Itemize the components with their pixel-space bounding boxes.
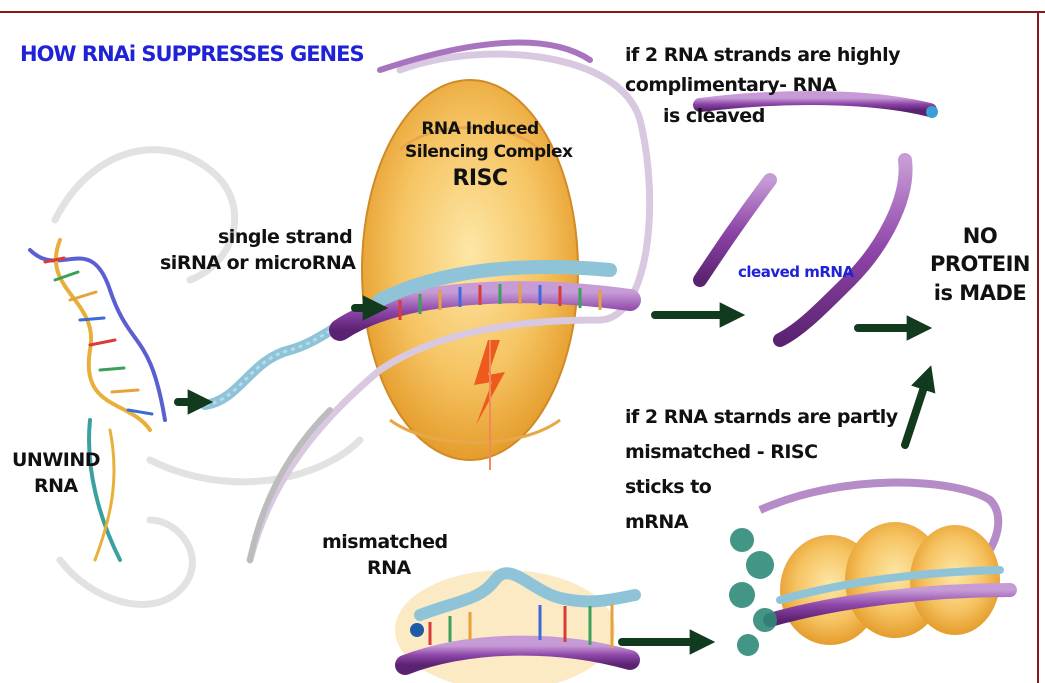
diagram-title: HOW RNAi SUPPRESSES GENES — [20, 40, 364, 68]
no-protein-line-1: NO — [925, 222, 1035, 250]
no-protein-line-3: is MADE — [925, 279, 1035, 307]
risc-label-line-3: RISC — [405, 164, 555, 194]
unwind-label-line-1: UNWIND — [12, 448, 100, 474]
partly-mismatched-line-3: sticks to — [625, 470, 898, 505]
mismatched-label-line-1: mismatched — [322, 530, 448, 556]
unwind-label: UNWIND RNA — [12, 448, 100, 499]
single-strand-label-line-1: single strand — [160, 225, 355, 251]
partly-mismatched-label: if 2 RNA starnds are partly mismatched -… — [625, 400, 898, 541]
mismatched-rna-icon — [395, 570, 635, 683]
double-strand-rna-icon — [30, 240, 165, 560]
mismatched-label: mismatched RNA — [322, 530, 448, 581]
single-strand-label-line-2: siRNA or microRNA — [160, 251, 355, 277]
single-strand-label: single strand siRNA or microRNA — [160, 225, 355, 276]
cleaved-mrna-icon — [700, 98, 938, 340]
mismatched-label-line-2: RNA — [322, 556, 448, 582]
highly-complimentary-label: if 2 RNA strands are highly complimentar… — [625, 40, 900, 131]
unwind-label-line-2: RNA — [12, 474, 100, 500]
partly-mismatched-line-2: mismatched - RISC — [625, 435, 898, 470]
no-protein-line-2: PROTEIN — [925, 250, 1035, 278]
unwound-strand-loops — [55, 150, 360, 605]
highly-complimentary-line-1: if 2 RNA strands are highly — [625, 40, 900, 70]
partly-mismatched-line-1: if 2 RNA starnds are partly — [625, 400, 898, 435]
no-protein-label: NO PROTEIN is MADE — [925, 222, 1035, 307]
risc-label: RNA Induced Silencing Complex RISC — [405, 118, 555, 194]
partly-mismatched-line-4: mRNA — [625, 505, 898, 540]
highly-complimentary-line-2: complimentary- RNA — [625, 70, 900, 100]
risc-label-line-1: RNA Induced — [405, 118, 555, 141]
highly-complimentary-line-3: is cleaved — [625, 101, 900, 131]
risc-label-line-2: Silencing Complex — [405, 141, 555, 164]
cleaved-mrna-label: cleaved mRNA — [738, 262, 854, 282]
